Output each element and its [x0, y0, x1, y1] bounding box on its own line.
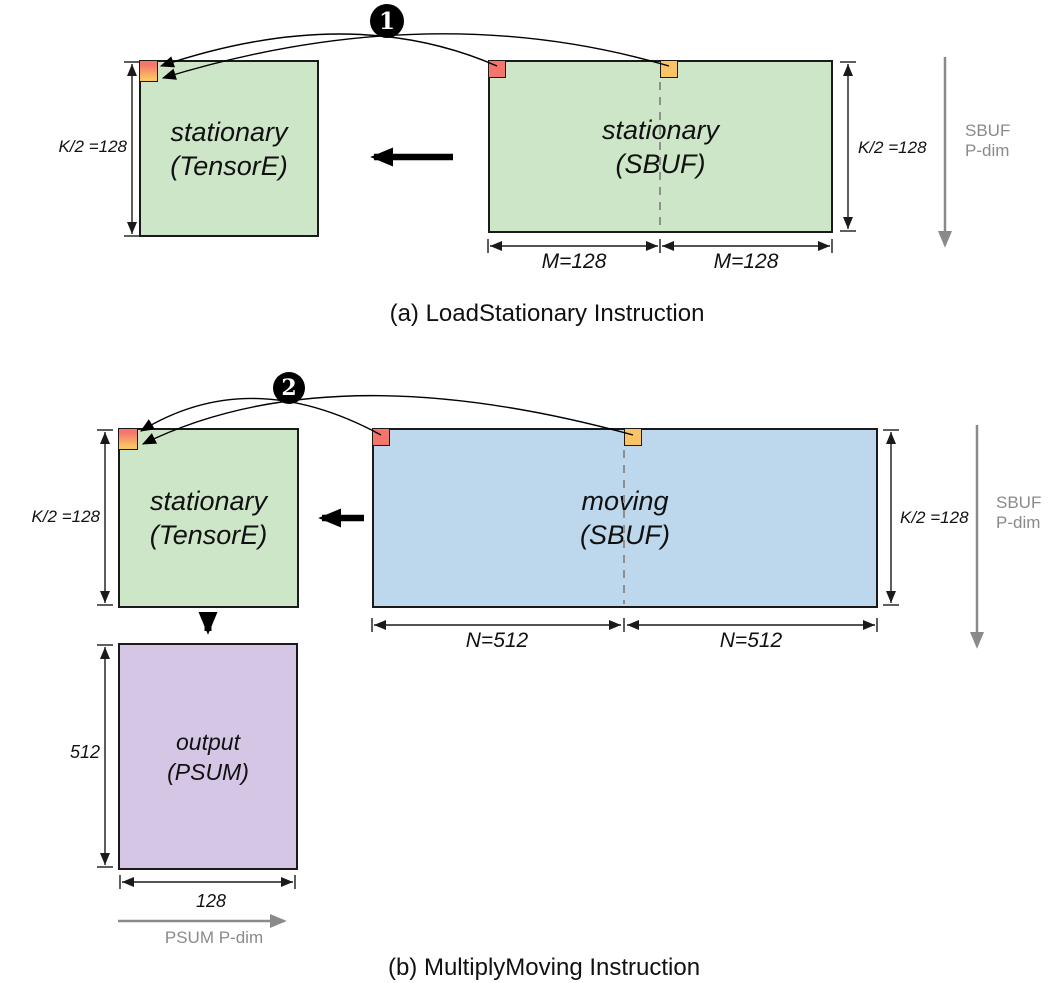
sbuf-box-a-label-line2: (SBUF) — [615, 148, 706, 179]
tensor-box-b-label-line2: (TensorE) — [149, 520, 268, 550]
tensor-box-a-label-line2: (TensorE) — [170, 150, 288, 181]
sbuf-pdim-a-line2: P-dim — [965, 141, 1010, 160]
dim-m-right-label: M=128 — [713, 250, 779, 273]
sbuf-pdim-b-line1: SBUF — [996, 493, 1042, 512]
sbuf-pdim-a-line1: SBUF — [965, 121, 1011, 140]
stationary-sbuf-box: stationary (SBUF) — [488, 60, 833, 233]
dim-n-right-label: N=512 — [719, 629, 783, 652]
moving-red-tile — [372, 428, 390, 446]
caption-b: (b) MultiplyMoving Instruction — [387, 954, 701, 981]
output-box-label-line2: (PSUM) — [167, 758, 249, 785]
dim-k-right-b-label: K/2 =128 — [900, 508, 969, 527]
dim-512-label: 512 — [69, 742, 100, 762]
sbuf-box-a-label-line1: stationary — [601, 114, 720, 145]
dim-k-left-b-label: K/2 =128 — [31, 507, 100, 526]
output-box-label-line1: output — [176, 728, 240, 755]
dim-m-left-label: M=128 — [541, 250, 607, 273]
step-2-badge: 2 — [273, 372, 305, 404]
dim-k-left-a-label: K/2 =128 — [58, 137, 127, 156]
dim-128-label: 128 — [195, 891, 227, 911]
step-1-badge: 1 — [370, 4, 404, 38]
caption-a: (a) LoadStationary Instruction — [389, 300, 705, 327]
tensor-box-b-label-line1: stationary — [149, 486, 268, 516]
tensor-engine-box-a: stationary (TensorE) — [139, 60, 319, 237]
moving-box-label-line2: (SBUF) — [580, 520, 670, 550]
psum-pdim-label: PSUM P-dim — [164, 928, 264, 947]
tensor-engine-box-b: stationary (TensorE) — [118, 428, 299, 608]
moving-box-label-line1: moving — [581, 486, 669, 516]
sbuf-pdim-label-b: SBUF P-dim — [996, 493, 1041, 533]
output-psum-box: output (PSUM) — [118, 643, 298, 870]
tensor-b-corner-tile — [118, 428, 138, 450]
moving-sbuf-box: moving (SBUF) — [372, 428, 878, 608]
sbuf-a-orange-tile — [660, 60, 678, 78]
dim-k-right-a-label: K/2 =128 — [858, 138, 927, 157]
dim-n-left-label: N=512 — [465, 629, 529, 652]
sbuf-pdim-b-line2: P-dim — [996, 513, 1041, 532]
moving-orange-tile — [624, 428, 642, 446]
tensor-box-a-label-line1: stationary — [170, 116, 288, 147]
sbuf-pdim-label-a: SBUF P-dim — [965, 121, 1010, 161]
tensor-a-corner-tile — [139, 60, 158, 82]
sbuf-a-red-tile — [488, 60, 506, 78]
